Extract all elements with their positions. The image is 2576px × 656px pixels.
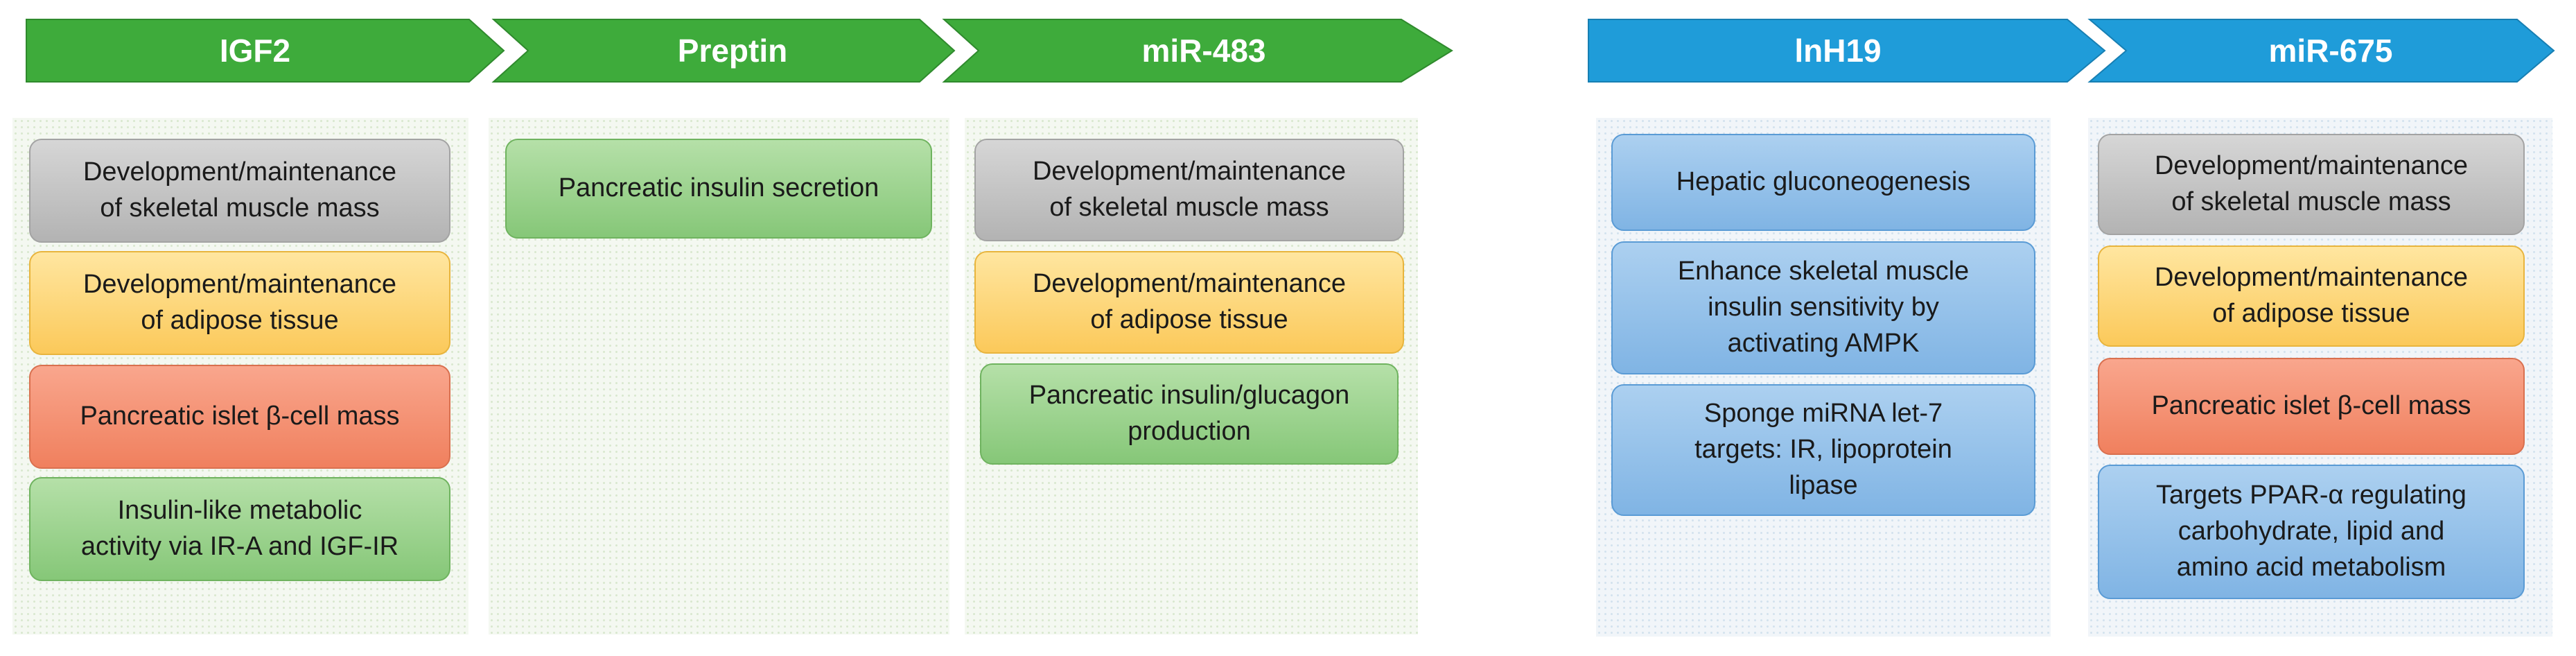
- column-lnh19: Hepatic gluconeogenesis Enhance skeletal…: [1596, 118, 2051, 637]
- arrow-label-igf2: IGF2: [219, 33, 291, 69]
- arrow-preptin: [491, 19, 956, 83]
- box-insulin-secretion: Pancreatic insulin secretion: [505, 139, 932, 239]
- box-islet-beta-cell: Pancreatic islet β-cell mass: [29, 365, 450, 469]
- box-hepatic-gluconeogenesis: Hepatic gluconeogenesis: [1611, 134, 2035, 231]
- column-preptin: Pancreatic insulin secretion: [489, 118, 949, 635]
- arrow-label-lnh19: lnH19: [1794, 33, 1882, 69]
- box-islet-beta-cell: Pancreatic islet β-cell mass: [2098, 358, 2525, 455]
- arrow-igf2: [26, 19, 505, 83]
- arrow-label-mir-675: miR-675: [2268, 33, 2393, 69]
- arrow-bar: [26, 19, 2555, 83]
- arrow-label-preptin: Preptin: [677, 33, 788, 69]
- arrow-lnh19: [1588, 19, 2106, 83]
- arrow-mir-675: [2087, 19, 2555, 83]
- arrow-label-mir-483: miR-483: [1141, 33, 1266, 69]
- arrow-mir-483: [942, 19, 1453, 83]
